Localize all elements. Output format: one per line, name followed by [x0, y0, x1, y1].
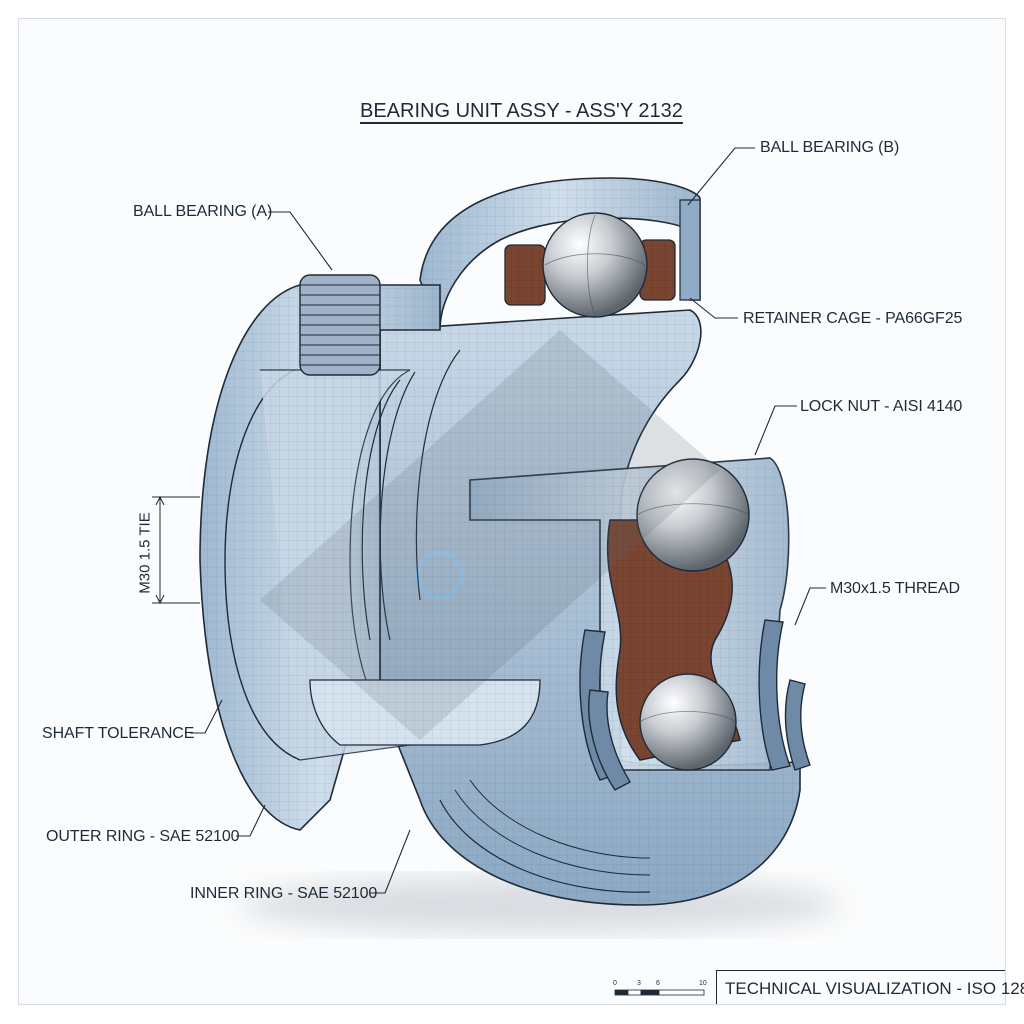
scale-tick-6: 6	[656, 980, 660, 987]
label-lock-nut: LOCK NUT - AISI 4140	[800, 398, 963, 415]
label-inner-ring: INNER RING - SAE 52100	[190, 885, 378, 902]
outer-ring-body	[379, 309, 801, 906]
title-block-text: TECHNICAL VISUALIZATION - ISO 128	[725, 979, 1024, 998]
ball-lower-right	[639, 673, 737, 771]
scale-bar	[614, 989, 705, 996]
leader-lines	[190, 147, 826, 894]
title-block: TECHNICAL VISUALIZATION - ISO 128	[716, 970, 1024, 1004]
scale-tick-10: 10	[699, 980, 707, 987]
label-ball-bearing-a: BALL BEARING (A)	[133, 203, 273, 220]
right-cage-group	[606, 458, 750, 771]
leader-outer-ring	[236, 804, 266, 837]
thread-rings	[579, 619, 811, 791]
leader-thread	[794, 587, 826, 626]
top-bearing-group	[504, 199, 701, 318]
inner-ring-sleeve	[199, 284, 541, 831]
bore-curves	[361, 349, 461, 641]
leader-ball-bearing-a	[268, 211, 333, 271]
leader-shaft-tolerance	[190, 699, 223, 734]
scale-tick-0: 0	[613, 980, 617, 987]
ball-top	[542, 212, 648, 318]
label-shaft-tolerance: SHAFT TOLERANCE	[42, 725, 195, 742]
label-outer-ring: OUTER RING - SAE 52100	[46, 828, 240, 845]
drawing-title: BEARING UNIT ASSY - ASS'Y 2132	[360, 100, 683, 122]
label-ball-bearing-b: BALL BEARING (B)	[760, 139, 900, 156]
label-retainer-cage: RETAINER CAGE - PA66GF25	[743, 310, 963, 327]
leader-retainer-cage	[689, 297, 738, 319]
label-thread: M30x1.5 THREAD	[830, 580, 960, 597]
scale-tick-3: 3	[637, 980, 641, 987]
set-screw	[299, 274, 381, 376]
leader-inner-ring	[370, 829, 411, 894]
watermark	[260, 330, 720, 740]
leader-lock-nut	[754, 405, 797, 456]
dimension-label: M30 1.5 TIE	[136, 512, 154, 594]
leader-ball-bearing-b	[687, 147, 755, 206]
dimension-m30	[152, 495, 200, 605]
